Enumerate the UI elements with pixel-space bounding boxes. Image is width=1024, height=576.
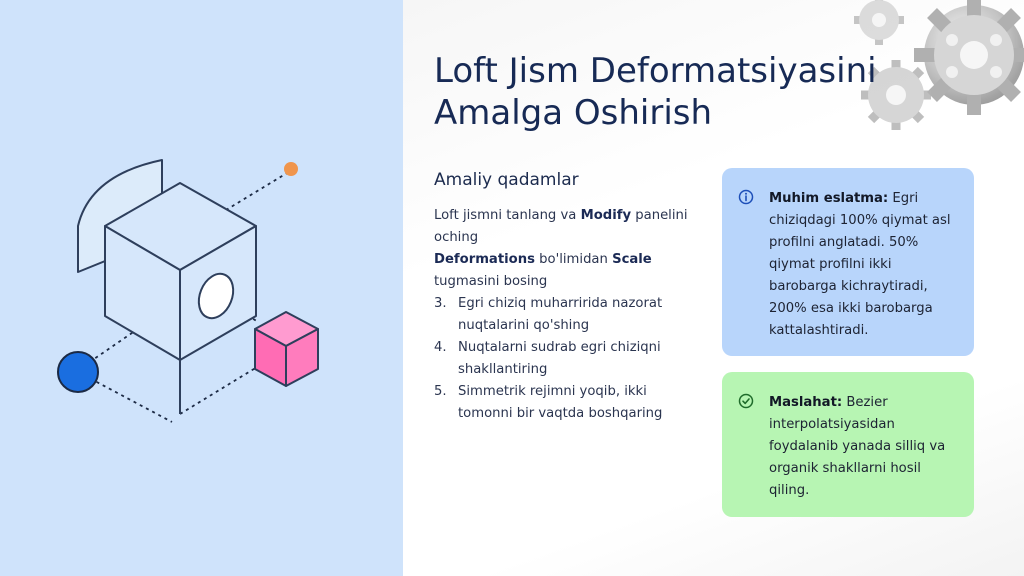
gears-decoration [854, 0, 1024, 130]
pink-cube-right [285, 328, 319, 387]
list-item: 4.Nuqtalarni sudrab egri chiziqni shakll… [434, 340, 661, 377]
cube-hole-shape [197, 272, 235, 320]
gear-top [854, 0, 904, 45]
cube-illustration [57, 159, 319, 423]
orange-dot [284, 162, 298, 176]
step-1: Loft jismni tanlang va Modify panelini o… [434, 208, 688, 245]
left-panel [0, 0, 403, 576]
note-card: Muhim eslatma: Egri chiziqdagi 100% qiym… [722, 168, 974, 356]
list-item: 3.Egri chiziq muharririda nazorat nuqtal… [434, 296, 663, 333]
tip-card: Maslahat: Bezier interpolatsiyasidan foy… [722, 372, 974, 517]
check-circle-icon [738, 393, 754, 409]
info-icon [738, 189, 754, 205]
section-subheading: Amaliy qadamlar [434, 170, 579, 190]
tip-text: Maslahat: Bezier interpolatsiyasidan foy… [769, 395, 946, 498]
list-item: 5.Simmetrik rejimni yoqib, ikki tomonni … [434, 384, 663, 421]
numbered-steps: 3.Egri chiziq muharririda nazorat nuqtal… [434, 293, 694, 425]
step-2: Deformations bo'limidan Scale tugmasini … [434, 252, 652, 289]
steps-list: Loft jismni tanlang va Modify panelini o… [434, 205, 694, 425]
gear-small [861, 60, 931, 130]
blue-sphere [57, 351, 99, 393]
page-title: Loft Jism Deformatsiyasini Amalga Oshiri… [434, 51, 877, 133]
note-text: Muhim eslatma: Egri chiziqdagi 100% qiym… [769, 191, 951, 338]
gear-large [914, 0, 1024, 115]
